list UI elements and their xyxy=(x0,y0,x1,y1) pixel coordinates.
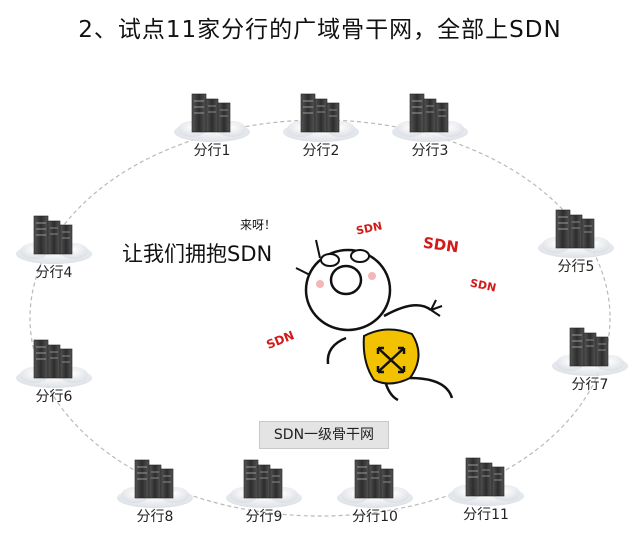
branch-label: 分行6 xyxy=(35,389,73,405)
server-icon xyxy=(225,459,303,509)
server-icon xyxy=(282,93,360,143)
cartoon-character-icon xyxy=(295,239,454,402)
branch-label: 分行9 xyxy=(245,509,283,525)
server-icon xyxy=(447,457,525,507)
branch-label: 分行5 xyxy=(557,259,595,275)
branch-label: 分行10 xyxy=(352,509,398,525)
server-icon xyxy=(391,93,469,143)
branch-label: 分行8 xyxy=(136,509,174,525)
branch-node-6: 分行6 xyxy=(12,338,96,412)
slide-title: 2、试点11家分行的广域骨干网，全部上SDN xyxy=(78,17,562,43)
server-icon xyxy=(116,459,194,509)
branch-label: 分行4 xyxy=(35,265,73,281)
branch-label: 分行1 xyxy=(193,143,231,159)
branch-label: 分行11 xyxy=(463,507,509,523)
branch-label: 分行3 xyxy=(411,143,449,159)
server-icon xyxy=(15,215,93,265)
server-icon xyxy=(551,327,629,377)
branch-node-2: 分行2 xyxy=(279,92,363,166)
branch-node-9: 分行9 xyxy=(222,458,306,532)
branch-node-3: 分行3 xyxy=(388,92,472,166)
branch-label: 分行2 xyxy=(302,143,340,159)
branch-node-8: 分行8 xyxy=(113,458,197,532)
branch-node-1: 分行1 xyxy=(170,92,254,166)
server-icon xyxy=(173,93,251,143)
server-icon xyxy=(336,459,414,509)
branch-node-5: 分行5 xyxy=(534,208,618,282)
backbone-label: SDN一级骨干网 xyxy=(259,421,389,449)
branch-label: 分行7 xyxy=(571,377,609,393)
exclaim-text: 来呀！ xyxy=(240,218,277,232)
branch-node-4: 分行4 xyxy=(12,214,96,288)
server-icon xyxy=(15,339,93,389)
branch-node-11: 分行11 xyxy=(444,456,528,530)
server-icon xyxy=(537,209,615,259)
branch-node-10: 分行10 xyxy=(333,458,417,532)
slogan-text: 让我们拥抱SDN xyxy=(122,242,273,266)
branch-node-7: 分行7 xyxy=(548,326,632,400)
